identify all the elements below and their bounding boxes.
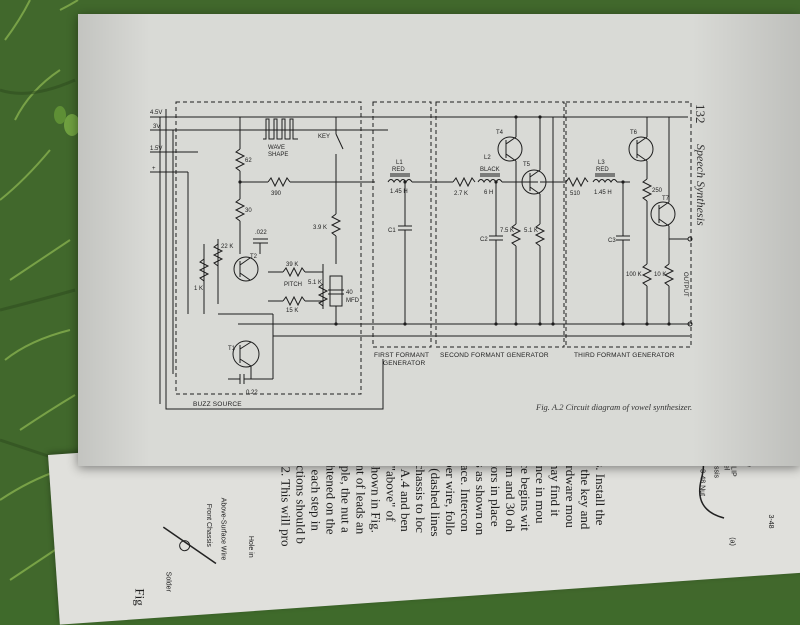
resistor-100k-label: 100 K [626, 272, 642, 278]
key-label: KEY [318, 134, 330, 140]
resistor-15k-label: 15 K [286, 308, 298, 314]
inductor-l3-value-label: 1.45 H [594, 190, 612, 196]
wave-shape-label-2: SHAPE [268, 152, 288, 158]
capacitor-c1-label: C1 [388, 228, 396, 234]
capacitor-c3-label: C3 [608, 238, 616, 244]
transistor-t2-label: T2 [250, 254, 258, 260]
capacitor-022-label: .022 [255, 230, 267, 236]
transistor-t1-label: T1 [228, 346, 236, 352]
nut-label: 3-48 Nut [698, 469, 706, 497]
output-label: OUTPUT [682, 272, 688, 297]
resistor-250-label: 250 [652, 188, 663, 194]
second-formant-label: SECOND FORMANT GENERATOR [440, 352, 549, 359]
first-formant-label-2: GENERATOR [383, 360, 425, 367]
transistor-t4-label: T4 [496, 130, 504, 136]
facing-figure-caption-fragment: Fig [132, 588, 148, 606]
inductor-l2-color-label: BLACK [480, 167, 500, 173]
inductor-l3-label: L3 [598, 160, 605, 166]
resistor-22k-label: 22 K [221, 244, 233, 250]
transistor-t5-label: T5 [523, 162, 531, 168]
resistor-39k-label: 39 K [286, 262, 298, 268]
resistor-510-label: 510 [570, 191, 581, 197]
inductor-l1-label: L1 [396, 160, 403, 166]
figure-part-a-label: (a) [728, 537, 736, 546]
resistor-5-1k-second-label: 5.1 K [524, 228, 538, 234]
inductor-l1-value-label: 1.45 H [390, 189, 408, 195]
resistor-390-label: 390 [271, 191, 282, 197]
vowel-synthesizer-circuit-diagram: 4.5V 3V 1.5V + WAVE SHAPE KEY 62 390 30 … [150, 101, 693, 412]
third-formant-label: THIRD FORMANT GENERATOR [574, 352, 675, 359]
supply-4-5v-label: 4.5V [150, 110, 162, 116]
solder-label: Solder [164, 571, 172, 592]
wave-shape-label-1: WAVE [268, 145, 285, 151]
resistor-2-7k-label: 2.7 K [454, 191, 468, 197]
first-formant-label-1: FIRST FORMANT [374, 352, 429, 359]
resistor-10k-label: 10 K [654, 272, 666, 278]
resistor-30-label: 30 [245, 208, 252, 214]
pitch-label: PITCH [284, 282, 302, 288]
inductor-l2-label: L2 [484, 155, 491, 161]
supply-plus-label: + [152, 166, 156, 172]
resistor-1k-label: 1 K [194, 286, 203, 292]
transistor-t7-label: T7 [662, 196, 670, 202]
capacitor-mfd-label: MFD [346, 298, 360, 304]
supply-1-5v-label: 1.5V [150, 146, 162, 152]
supply-3v-label: 3V [153, 124, 160, 130]
book-page: 132 Speech Synthesis [78, 14, 800, 466]
hole-label: Hole in [247, 535, 255, 558]
transistor-t6-label: T6 [630, 130, 638, 136]
capacitor-c2-label: C2 [480, 237, 488, 243]
capacitor-0-22-label: 0.22 [246, 390, 258, 396]
inductor-l1-color-label: RED [392, 167, 405, 173]
resistor-62-label: 62 [245, 158, 252, 164]
inductor-l3-color-label: RED [596, 167, 609, 173]
capacitor-40-label: 40 [346, 290, 353, 296]
figure-caption: Fig. A.2 Circuit diagram of vowel synthe… [535, 402, 692, 412]
above-surface-wire-label: Above-Surface Wire [219, 497, 227, 561]
screw-label: 3-48 [766, 514, 774, 529]
resistor-3-9k-label: 3.9 K [313, 225, 327, 231]
resistor-5-1k-label: 5.1 K [308, 280, 322, 286]
buzz-source-label: BUZZ SOURCE [193, 401, 242, 408]
resistor-7-5k-label: 7.5 K [500, 228, 514, 234]
front-chassis-label: Front Chassis [204, 503, 212, 547]
inductor-l2-value-label: 6 H [484, 190, 493, 196]
